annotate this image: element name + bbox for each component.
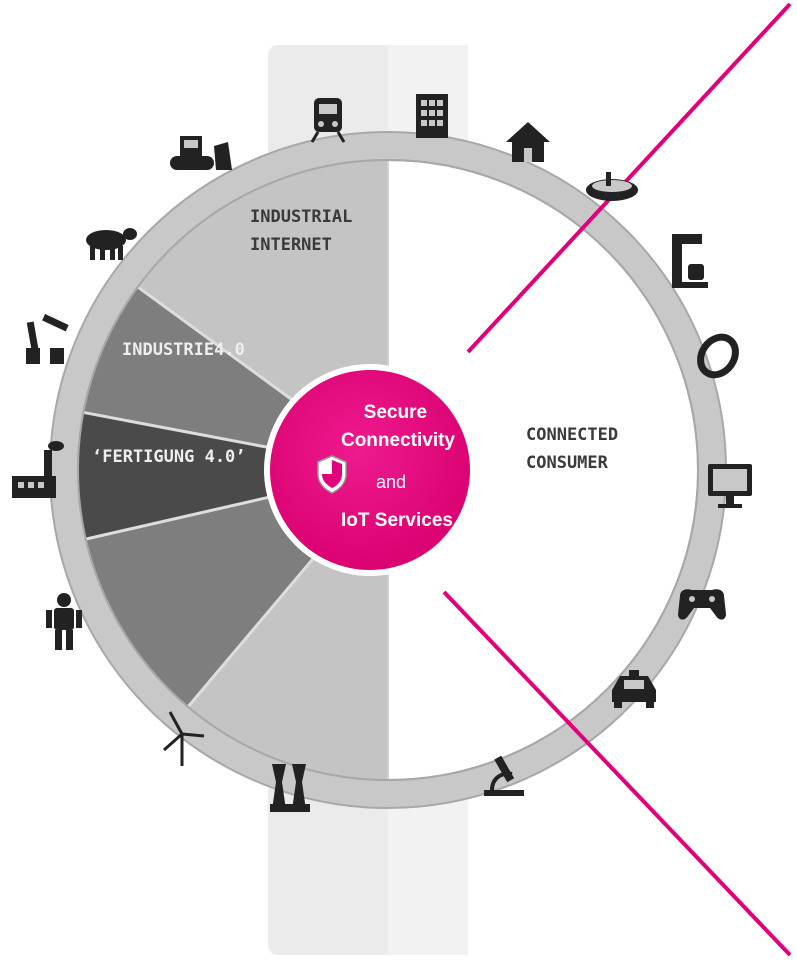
gamepad-icon xyxy=(678,589,726,620)
accent-line-bottom xyxy=(442,590,792,957)
label-connected-consumer-2: CONSUMER xyxy=(526,453,609,473)
center-line-3: and xyxy=(376,472,406,492)
accent-line-top xyxy=(466,2,792,354)
shield-icon xyxy=(317,455,347,494)
factory-icon xyxy=(12,441,64,498)
svg-text:INDUSTRIAL INTERNET: INDUSTRIAL INTERNET xyxy=(250,207,363,255)
label-industrial-internet-2: INTERNET xyxy=(250,235,332,255)
house-icon xyxy=(506,122,550,162)
power-plant-icon xyxy=(270,764,310,812)
car-icon xyxy=(612,670,656,708)
center-line-2: Connectivity xyxy=(341,430,455,451)
segment-fertigung40 xyxy=(78,408,388,545)
label-connected-consumer-1: CONNECTED xyxy=(526,425,618,445)
center-line-4: IoT Services xyxy=(341,510,453,531)
svg-text:CONNECTED CONSUMER: CONNECTED CONSUMER xyxy=(526,425,628,473)
train-icon xyxy=(310,98,346,143)
bulldozer-icon xyxy=(170,136,232,170)
label-industrie40: INDUSTRIE4.0 xyxy=(122,340,245,360)
office-building-icon xyxy=(416,94,448,138)
vacuum-robot-icon xyxy=(586,172,638,201)
svg-text:Secure Connectivity: Secure Connectivity xyxy=(341,402,455,451)
cow-icon xyxy=(86,228,137,260)
humanoid-robot-icon xyxy=(46,593,82,650)
industrial-robot-icon xyxy=(26,314,69,364)
wind-turbine-icon xyxy=(163,711,205,766)
label-fertigung40: ‘FERTIGUNG 4.0’ xyxy=(92,447,246,467)
coffee-machine-icon xyxy=(672,234,708,288)
monitor-icon xyxy=(708,464,752,508)
wearable-ring-icon xyxy=(697,333,739,379)
center-line-1: Secure xyxy=(364,402,427,423)
microscope-icon xyxy=(484,755,524,796)
label-industrial-internet-1: INDUSTRIAL xyxy=(250,207,352,227)
